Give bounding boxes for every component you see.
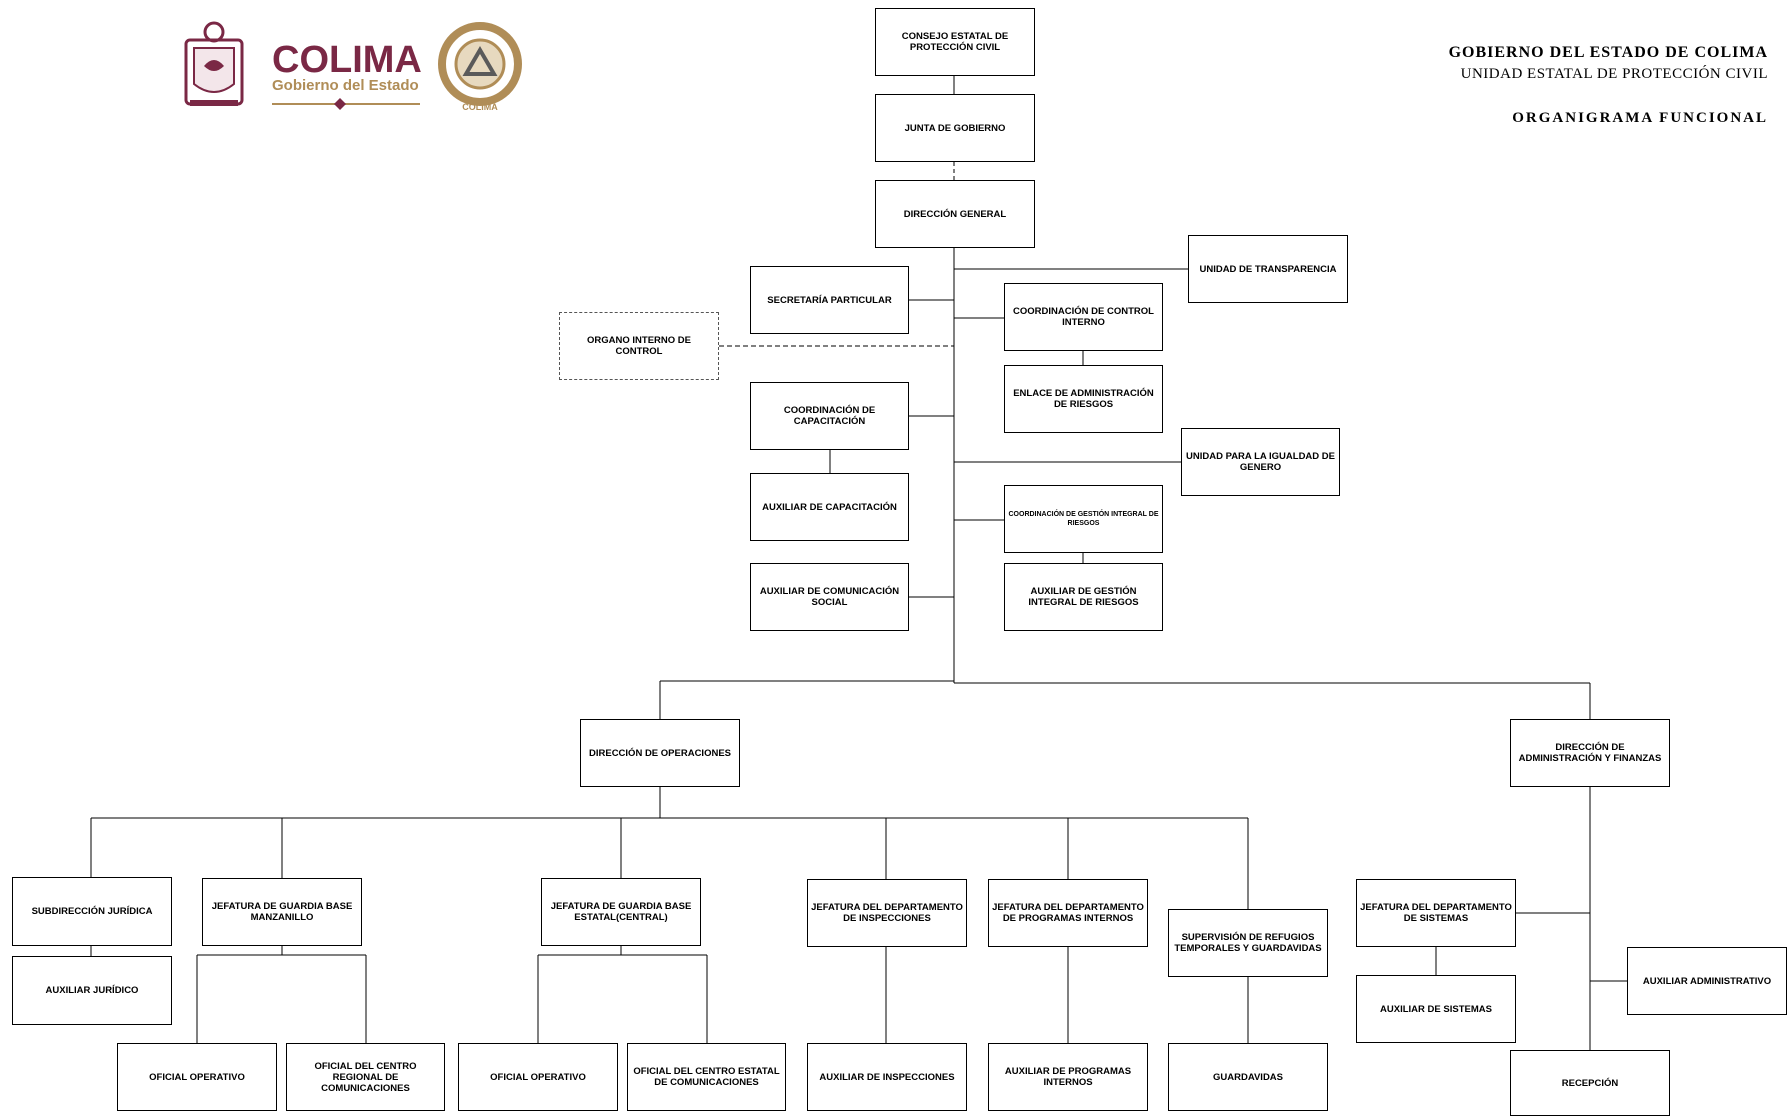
node-organo-interno: ORGANO INTERNO DE CONTROL [559,312,719,380]
node-jef-sistemas: JEFATURA DEL DEPARTAMENTO DE SISTEMAS [1356,879,1516,947]
node-aux-sistemas: AUXILIAR DE SISTEMAS [1356,975,1516,1043]
node-unidad-igualdad: UNIDAD PARA LA IGUALDAD DE GENERO [1181,428,1340,496]
node-aux-inspecciones: AUXILIAR DE INSPECCIONES [807,1043,967,1111]
node-jef-programas: JEFATURA DEL DEPARTAMENTO DE PROGRAMAS I… [988,879,1148,947]
node-sup-refugios: SUPERVISIÓN DE REFUGIOS TEMPORALES Y GUA… [1168,909,1328,977]
node-direccion-general: DIRECCIÓN GENERAL [875,180,1035,248]
node-oficial-operativo-2: OFICIAL OPERATIVO [458,1043,618,1111]
node-aux-juridico: AUXILIAR JURÍDICO [12,956,172,1025]
logo-ornament [272,98,420,110]
node-oficial-regional: OFICIAL DEL CENTRO REGIONAL DE COMUNICAC… [286,1043,445,1111]
node-dir-operaciones: DIRECCIÓN DE OPERACIONES [580,719,740,787]
node-dir-administracion: DIRECCIÓN DE ADMINISTRACIÓN Y FINANZAS [1510,719,1670,787]
colima-government-logo: COLIMA Gobierno del Estado COLIMA [184,21,522,112]
node-coord-gestion-riesgos: COORDINACIÓN DE GESTIÓN INTEGRAL DE RIES… [1004,485,1163,553]
node-oficial-operativo-1: OFICIAL OPERATIVO [117,1043,277,1111]
node-aux-capacitacion: AUXILIAR DE CAPACITACIÓN [750,473,909,541]
node-coord-control-interno: COORDINACIÓN DE CONTROL INTERNO [1004,283,1163,351]
node-aux-gestion-riesgos: AUXILIAR DE GESTIÓN INTEGRAL DE RIESGOS [1004,563,1163,631]
node-consejo: CONSEJO ESTATAL DE PROTECCIÓN CIVIL [875,8,1035,76]
government-title: GOBIERNO DEL ESTADO DE COLIMA [1448,44,1768,61]
node-subdir-juridica: SUBDIRECCIÓN JURÍDICA [12,877,172,946]
unit-title: UNIDAD ESTATAL DE PROTECCIÓN CIVIL [1460,66,1768,82]
node-aux-administrativo: AUXILIAR ADMINISTRATIVO [1627,947,1787,1015]
node-jef-manzanillo: JEFATURA DE GUARDIA BASE MANZANILLO [202,878,362,946]
civil-protection-seal-icon: COLIMA [438,22,522,112]
chart-title: ORGANIGRAMA FUNCIONAL [1512,110,1768,126]
node-guardavidas: GUARDAVIDAS [1168,1043,1328,1111]
node-jef-inspecciones: JEFATURA DEL DEPARTAMENTO DE INSPECCIONE… [807,879,967,947]
seal-bottom-text: COLIMA [462,102,498,112]
node-recepcion: RECEPCIÓN [1510,1050,1670,1116]
node-enlace-riesgos: ENLACE DE ADMINISTRACIÓN DE RIESGOS [1004,365,1163,433]
node-oficial-estatal: OFICIAL DEL CENTRO ESTATAL DE COMUNICACI… [627,1043,786,1111]
node-junta: JUNTA DE GOBIERNO [875,94,1035,162]
node-secretaria-particular: SECRETARÍA PARTICULAR [750,266,909,334]
node-coord-capacitacion: COORDINACIÓN DE CAPACITACIÓN [750,382,909,450]
node-jef-central: JEFATURA DE GUARDIA BASE ESTATAL(CENTRAL… [541,878,701,946]
node-aux-programas: AUXILIAR DE PROGRAMAS INTERNOS [988,1043,1148,1111]
logo-name: COLIMA [272,39,422,81]
logo-subtitle: Gobierno del Estado [272,77,419,94]
node-aux-comunicacion: AUXILIAR DE COMUNICACIÓN SOCIAL [750,563,909,631]
coat-of-arms-icon [184,21,244,106]
node-unidad-transparencia: UNIDAD DE TRANSPARENCIA [1188,235,1348,303]
